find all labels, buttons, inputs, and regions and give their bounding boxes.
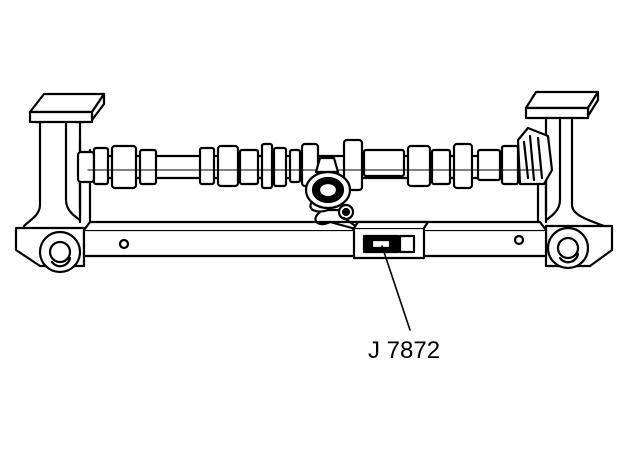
callout-leader-line <box>381 245 411 331</box>
left-mount-hole <box>118 238 130 250</box>
left-v-block-stand <box>14 92 106 274</box>
magnetic-base <box>352 220 430 260</box>
callout-label: J 7872 <box>368 337 440 364</box>
right-mount-hole <box>513 234 525 246</box>
camshaft <box>76 126 554 192</box>
right-v-block-stand <box>524 90 614 270</box>
base-bar <box>82 220 548 258</box>
